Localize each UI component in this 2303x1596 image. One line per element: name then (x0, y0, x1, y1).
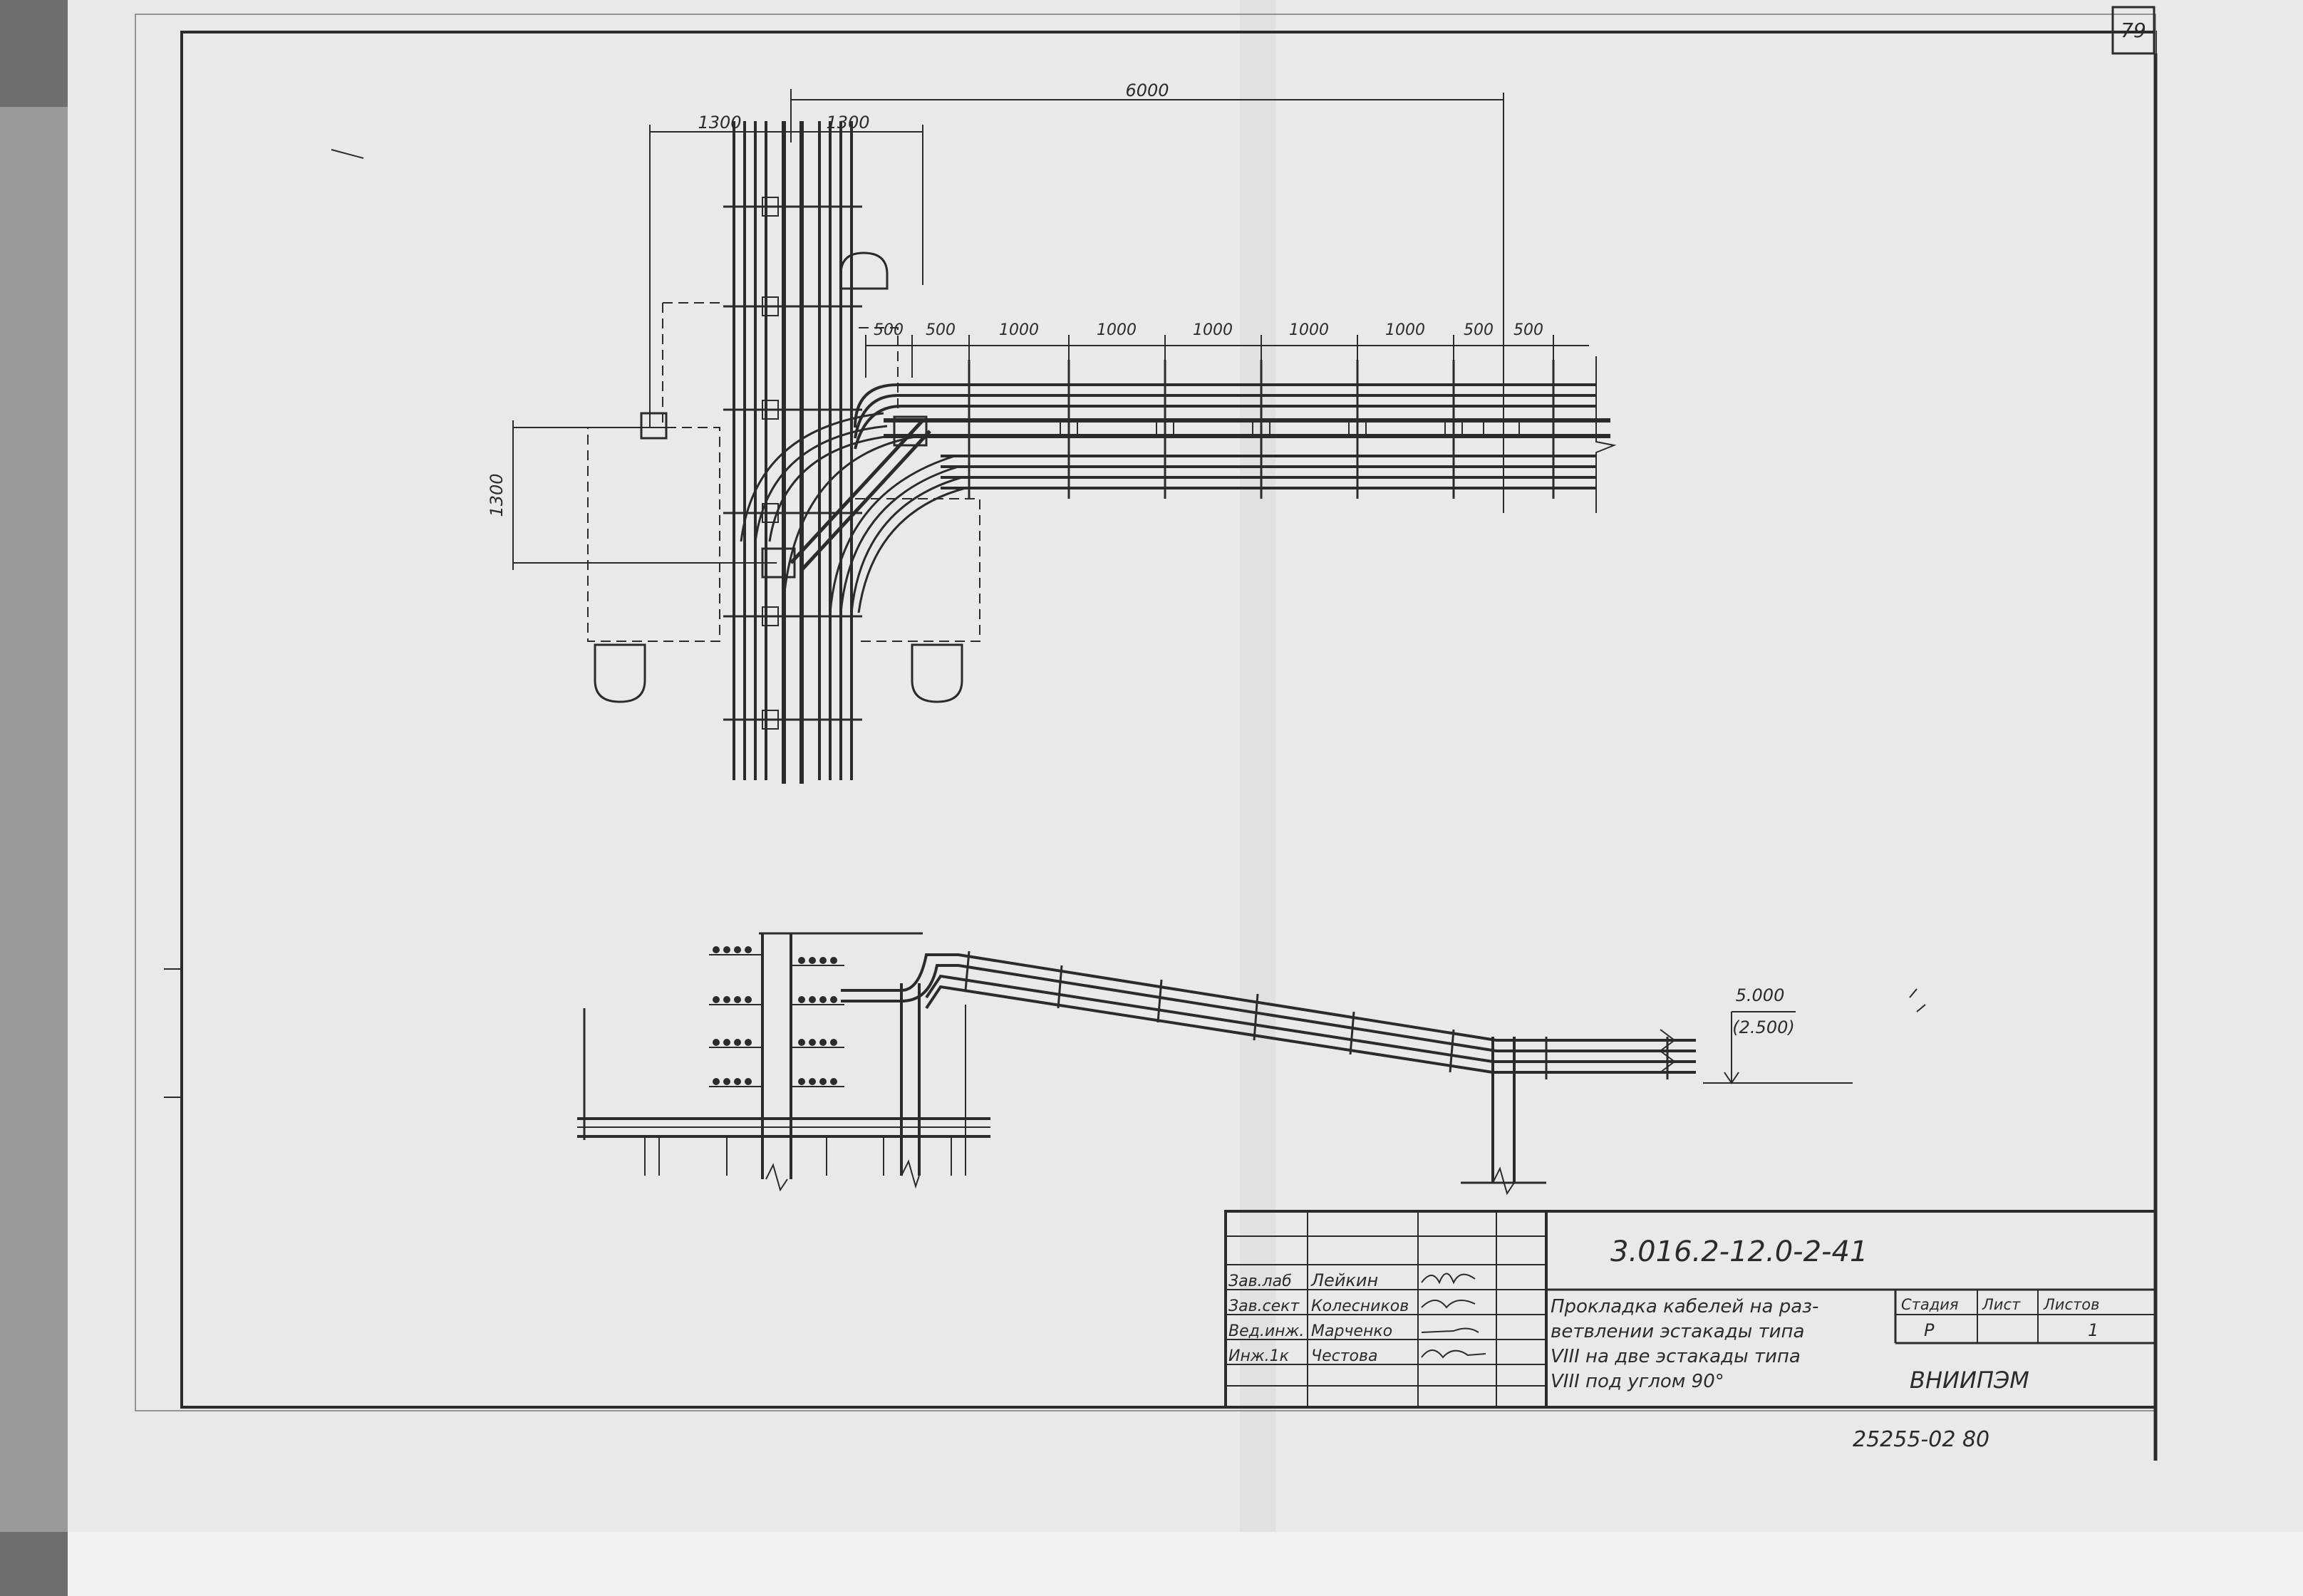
dim-top-2: 1300 (826, 113, 869, 133)
sloped-run-clamps (964, 950, 1676, 1079)
vertical-crossbars (723, 197, 862, 730)
section-footings (644, 1136, 1515, 1196)
role-3: Вед.инж. (1228, 1322, 1304, 1340)
role-2: Зав.сект (1228, 1297, 1300, 1315)
col-sheet: Лист (1982, 1296, 2021, 1313)
elevation-alt-value: (2.500) (1732, 1017, 1794, 1037)
name-2: Колесников (1311, 1297, 1409, 1315)
title-block (1224, 1210, 2157, 1409)
name-3: Марченко (1311, 1322, 1392, 1340)
col-stage: Стадия (1901, 1296, 1959, 1313)
doc-code: 3.016.2-12.0-2-41 (1610, 1235, 1868, 1268)
junction-box (640, 412, 668, 440)
plan-dimensions (512, 89, 1589, 570)
cable-tray-brackets (709, 954, 844, 1087)
org-name: ВНИИПЭМ (1910, 1367, 2029, 1394)
title-line-2: ветвлении эстакады типа (1551, 1321, 1804, 1342)
dim-top-1: 1300 (698, 113, 741, 133)
plan-view (512, 89, 1617, 784)
dim-span-8: 500 (1464, 321, 1494, 339)
dim-span-2: 500 (926, 321, 956, 339)
dim-top-3: 6000 (1125, 81, 1169, 100)
sheet-number-box: 79 (2111, 6, 2155, 55)
title-line-4: VIII под углом 90° (1551, 1371, 1724, 1392)
role-4: Инж.1к (1228, 1347, 1290, 1365)
title-line-3: VIII на две эстакады типа (1551, 1346, 1801, 1367)
title-block-texts: 3.016.2-12.0-2-41 Зав.лаб Зав.сект Вед.и… (1228, 1235, 2099, 1452)
sheets-value: 1 (2088, 1320, 2098, 1340)
dim-span-5: 1000 (1193, 321, 1233, 339)
vertical-trestle (733, 121, 853, 784)
signatures (1421, 1273, 1486, 1359)
name-1: Лейкин (1310, 1270, 1378, 1290)
elevation-marker (1703, 1011, 1853, 1084)
cable-bends (740, 412, 966, 613)
page-fold (1240, 0, 1275, 1596)
col-sheets: Листов (2043, 1296, 2099, 1313)
foundation-outline (587, 302, 980, 642)
elevation-value: 5.000 (1736, 985, 1785, 1005)
horizontal-trestle (854, 383, 1610, 489)
scan-marks (164, 149, 1926, 1098)
footing-pads (594, 252, 963, 703)
stage-value: Р (1924, 1320, 1935, 1340)
dim-side: 1300 (487, 473, 507, 517)
dim-span-4: 1000 (1097, 321, 1137, 339)
dim-span-6: 1000 (1289, 321, 1329, 339)
dim-span-1: 500 (874, 321, 904, 339)
plan-dim-texts: 1300 1300 6000 500 500 1000 1000 1000 10… (487, 81, 1543, 517)
sloped-cable-run (841, 953, 1696, 1074)
horizontal-crossbars (968, 360, 1555, 499)
archive-number: 25255-02 80 (1853, 1427, 1989, 1452)
dim-span-3: 1000 (999, 321, 1039, 339)
elevation-texts: 5.000 (2.500) (1732, 985, 1794, 1037)
title-line-1: Прокладка кабелей на раз- (1551, 1296, 1818, 1317)
paper-sheet (68, 0, 2303, 1596)
sheet-number: 79 (2121, 19, 2146, 42)
cable-bundles (713, 946, 837, 1085)
dim-span-7: 1000 (1385, 321, 1425, 339)
break-line (1595, 356, 1617, 513)
section-view (577, 932, 1853, 1196)
dim-span-9: 500 (1513, 321, 1543, 339)
name-4: Честова (1311, 1347, 1377, 1365)
ground-beam (577, 1117, 1546, 1184)
role-1: Зав.лаб (1228, 1273, 1292, 1290)
